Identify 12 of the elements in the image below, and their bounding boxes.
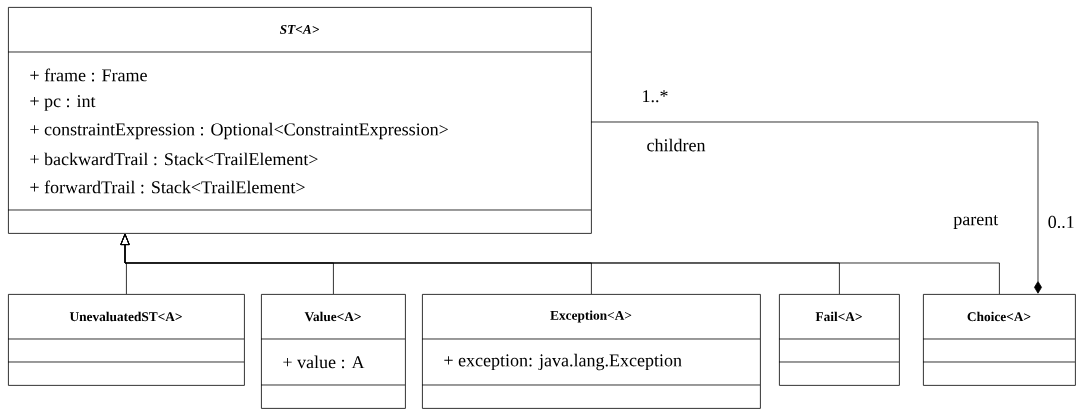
end-label: 1..* [643, 90, 668, 103]
class-box: UnevaluatedST<A> [7, 294, 245, 386]
class-box: Choice<A> [922, 294, 1076, 386]
generalization-arrow [120, 233, 1000, 295]
class-box: Exception<A> + exception: java.lang.Exception [421, 294, 761, 409]
class-box: ST<A> + frame : Frame + pc : int + constraintExpression : Optional<ConstraintExpression> + backwardTrail : Stack<TrailElement> + forwardTrail : Stack<TrailElement> [7, 7, 592, 234]
class-box: Value<A> + value : A [260, 294, 406, 409]
end-label: 0..1 [1048, 215, 1074, 229]
class-box: Fail<A> [778, 294, 900, 386]
end-label: children [647, 138, 706, 152]
composition-line [590, 121, 1042, 294]
end-label: parent [953, 215, 999, 229]
